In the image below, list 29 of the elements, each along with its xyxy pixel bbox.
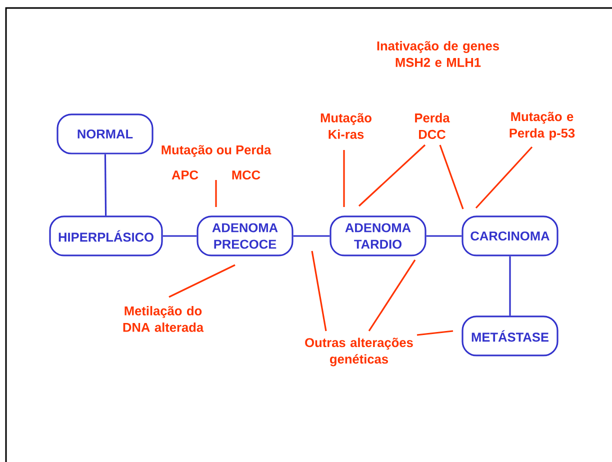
alteration-text: Mutação e Perda p-53: [510, 112, 575, 140]
connector-line: [162, 235, 197, 237]
connector-line: [168, 264, 236, 298]
connector-line: [426, 235, 462, 237]
stage-box: HIPERPLÁSICO: [49, 216, 163, 256]
connector-line: [439, 144, 464, 210]
connector-line: [358, 144, 426, 207]
gene-label: Inativação de genes MSH2 e MLH1: [377, 41, 499, 67]
gene-label: MCC: [232, 170, 260, 180]
alteration-text: Metilação do DNA alterada: [123, 306, 204, 332]
stage-box: ADENOMA TARDIO: [330, 216, 426, 256]
connector-line: [475, 146, 533, 209]
alteration-text: Outras alterações genéticas: [305, 338, 413, 366]
connector-line: [104, 154, 107, 216]
connector-line: [293, 235, 330, 237]
alteration-text: Perda DCC: [415, 113, 450, 139]
connector-line: [368, 260, 416, 332]
alteration-text: Mutação ou Perda: [162, 145, 272, 157]
connector-line: [311, 250, 327, 332]
alteration-text: Mutação Ki-ras: [320, 113, 372, 139]
connector-line: [215, 180, 217, 207]
connector-line: [343, 150, 345, 207]
connector-line: [509, 256, 511, 316]
connector-line: [416, 330, 454, 336]
stage-box: ADENOMA PRECOCE: [196, 216, 294, 256]
stage-box: METÁSTASE: [462, 316, 558, 356]
gene-label: APC: [172, 170, 198, 180]
stage-box: CARCINOMA: [462, 216, 558, 256]
stage-box: NORMAL: [56, 114, 154, 154]
